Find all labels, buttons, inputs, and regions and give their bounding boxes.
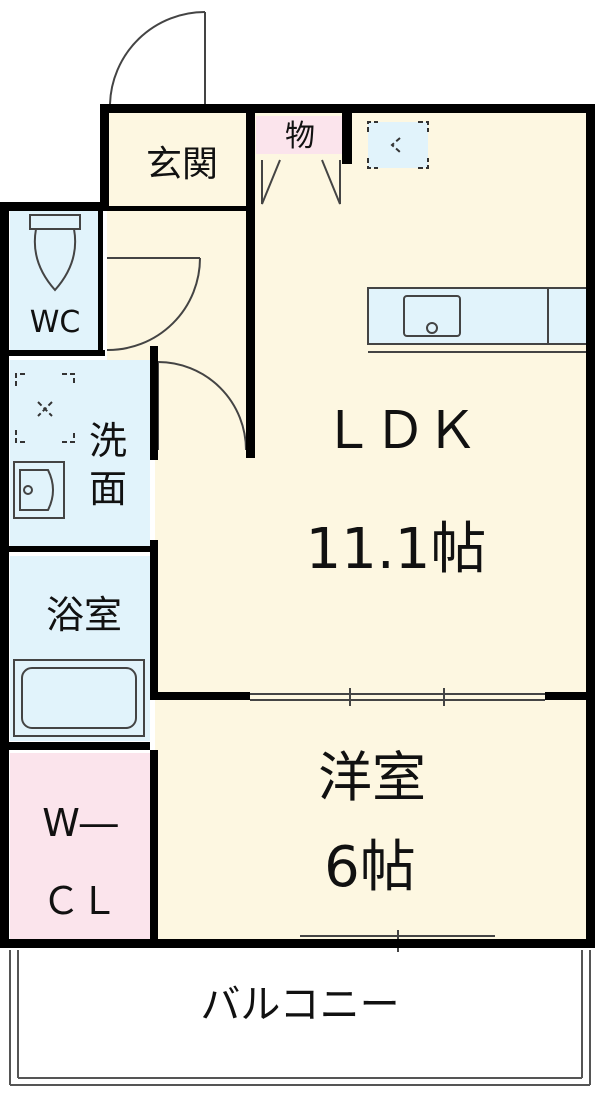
wcl-label-line2: ＣＬ xyxy=(42,879,118,923)
western-room-floor xyxy=(155,697,590,939)
storage-door xyxy=(261,159,341,205)
entrance-floor xyxy=(107,112,255,206)
bath-floor xyxy=(10,556,150,741)
refrigerator-space-icon xyxy=(367,121,429,169)
washroom-label-line1: 洗 xyxy=(89,419,127,463)
ldk-size-label: 11.1帖 xyxy=(306,517,487,582)
bathtub-icon xyxy=(13,659,145,737)
washroom-floor xyxy=(10,360,150,546)
kitchen-counter-icon xyxy=(367,287,589,353)
wc-door xyxy=(106,257,201,352)
walls xyxy=(0,104,595,948)
entrance-label: 玄関 xyxy=(146,144,218,185)
balcony-label: バルコニー xyxy=(200,982,399,1028)
sliding-door-ldk xyxy=(250,688,545,706)
ldk-label: ＬＤＫ xyxy=(322,401,478,461)
wash-basin-icon xyxy=(13,461,65,519)
western-room-size-label: 6帖 xyxy=(324,835,416,900)
washing-machine-space-icon xyxy=(15,373,75,443)
front-door xyxy=(109,11,206,105)
wcl-floor xyxy=(10,753,150,939)
wc-floor xyxy=(10,210,100,350)
washroom-label-line2: 面 xyxy=(89,467,127,511)
western-room-label: 洋室 xyxy=(318,746,426,809)
storage-label: 物 xyxy=(285,119,315,154)
wc-label: WC xyxy=(30,305,81,340)
toilet-icon xyxy=(29,214,81,292)
wcl-label-line1: W― xyxy=(42,801,118,845)
bath-label: 浴室 xyxy=(46,593,122,637)
balcony xyxy=(9,950,591,1086)
storage-floor xyxy=(256,116,342,154)
